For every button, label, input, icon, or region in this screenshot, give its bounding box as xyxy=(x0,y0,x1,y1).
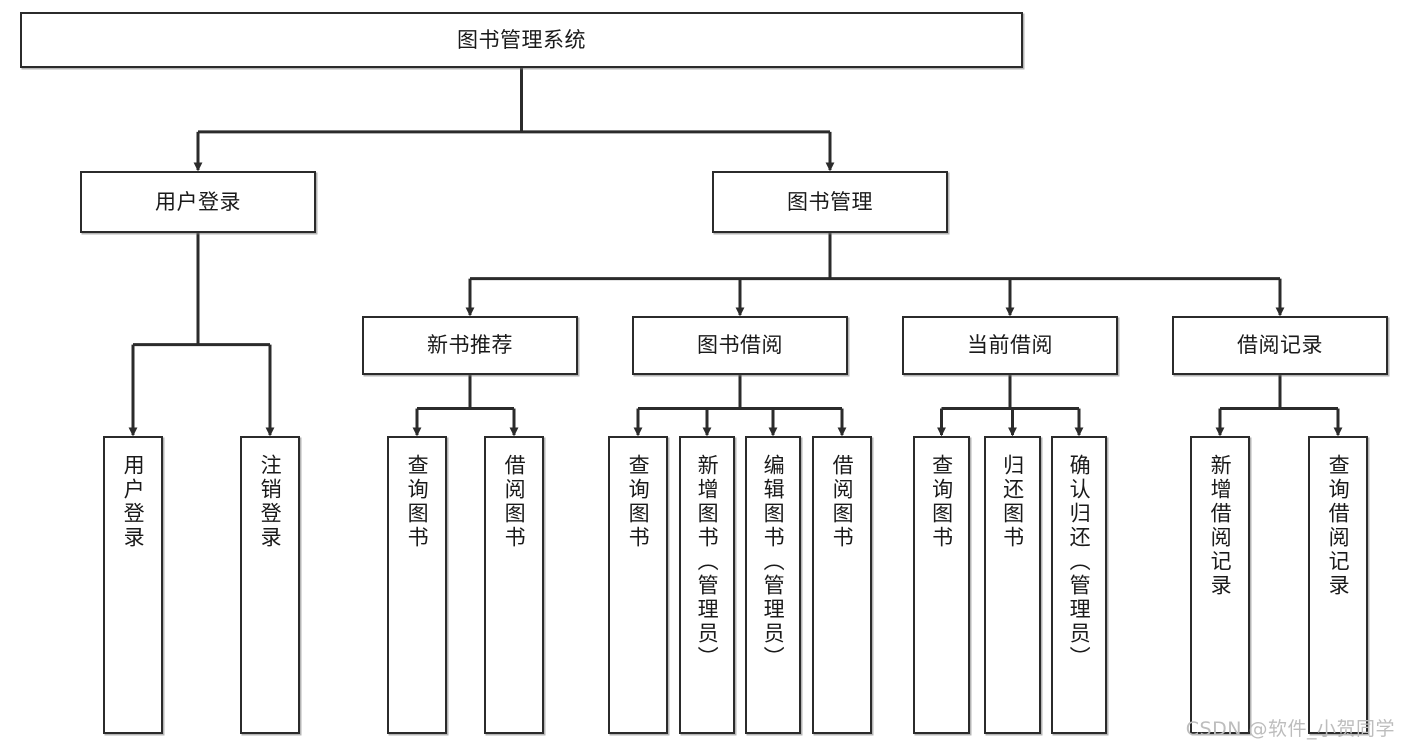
node-label-leaf-query-book-recommend: 查询图书 xyxy=(405,454,430,550)
node-label-leaf-query-borrow-record: 查询借阅记录 xyxy=(1326,454,1351,598)
node-borrow-record[interactable]: 借阅记录 xyxy=(1172,316,1388,375)
node-label-current-borrow: 当前借阅 xyxy=(967,333,1053,358)
node-label-book-borrow: 图书借阅 xyxy=(697,333,783,358)
node-label-leaf-borrow-book: 借阅图书 xyxy=(830,454,855,550)
node-label-leaf-query-book-borrow: 查询图书 xyxy=(626,454,651,550)
node-label-leaf-borrow-book-recommend: 借阅图书 xyxy=(502,454,527,550)
node-book-borrow[interactable]: 图书借阅 xyxy=(632,316,848,375)
node-leaf-confirm-return[interactable]: 确认归还（管理员） xyxy=(1051,436,1107,734)
node-leaf-query-borrow-record[interactable]: 查询借阅记录 xyxy=(1308,436,1368,734)
node-leaf-return-book[interactable]: 归还图书 xyxy=(984,436,1041,734)
node-leaf-query-book-recommend[interactable]: 查询图书 xyxy=(387,436,447,734)
node-label-leaf-user-logout: 注销登录 xyxy=(258,454,283,550)
watermark-credit: CSDN @软件_小贺同学 xyxy=(1185,718,1395,740)
node-current-borrow[interactable]: 当前借阅 xyxy=(902,316,1118,375)
node-label-leaf-confirm-return: 确认归还（管理员） xyxy=(1067,454,1092,670)
node-book-manage[interactable]: 图书管理 xyxy=(712,171,948,233)
node-label-leaf-user-login: 用户登录 xyxy=(121,454,146,550)
node-leaf-user-login[interactable]: 用户登录 xyxy=(103,436,163,734)
node-label-borrow-record: 借阅记录 xyxy=(1237,333,1323,358)
node-leaf-edit-book[interactable]: 编辑图书（管理员） xyxy=(745,436,801,734)
node-label-user-login: 用户登录 xyxy=(155,189,241,214)
node-label-leaf-add-borrow-record: 新增借阅记录 xyxy=(1208,454,1233,598)
node-leaf-query-book-current[interactable]: 查询图书 xyxy=(913,436,970,734)
node-label-leaf-edit-book: 编辑图书（管理员） xyxy=(761,454,786,670)
node-leaf-add-book[interactable]: 新增图书（管理员） xyxy=(679,436,735,734)
node-leaf-user-logout[interactable]: 注销登录 xyxy=(240,436,300,734)
node-leaf-borrow-book-recommend[interactable]: 借阅图书 xyxy=(484,436,544,734)
node-leaf-add-borrow-record[interactable]: 新增借阅记录 xyxy=(1190,436,1250,734)
node-new-book-recommend[interactable]: 新书推荐 xyxy=(362,316,578,375)
node-label-root: 图书管理系统 xyxy=(457,27,586,52)
node-user-login[interactable]: 用户登录 xyxy=(80,171,316,233)
node-label-leaf-query-book-current: 查询图书 xyxy=(929,454,954,550)
node-root[interactable]: 图书管理系统 xyxy=(20,12,1023,68)
node-label-new-book-recommend: 新书推荐 xyxy=(427,333,513,358)
node-label-book-manage: 图书管理 xyxy=(787,189,873,214)
node-leaf-borrow-book[interactable]: 借阅图书 xyxy=(812,436,872,734)
node-label-leaf-add-book: 新增图书（管理员） xyxy=(695,454,720,670)
node-leaf-query-book-borrow[interactable]: 查询图书 xyxy=(608,436,668,734)
node-label-leaf-return-book: 归还图书 xyxy=(1000,454,1025,550)
